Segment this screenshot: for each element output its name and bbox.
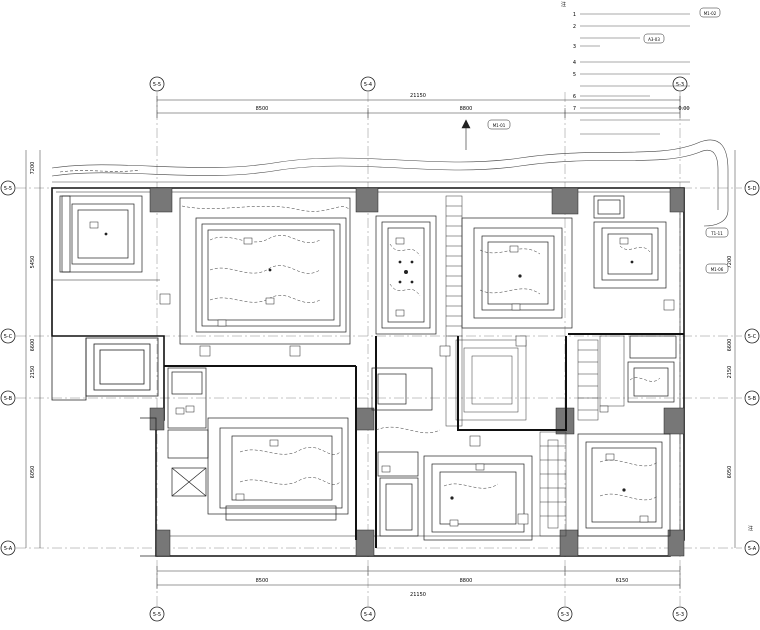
fixture-symbols (89, 221, 675, 527)
axis-label-top-3: 5-3 (676, 82, 684, 88)
axis-label-left-2: 5-C (4, 334, 13, 340)
room-south-small (377, 451, 419, 537)
axis-bubbles (0, 76, 760, 622)
room-southeast (577, 433, 671, 537)
tag-label-5: M1-06 (711, 267, 724, 272)
section-mark (461, 119, 471, 150)
hatched-ticks (446, 205, 598, 517)
axis-label-right-3: 5-B (748, 396, 757, 402)
dim-right-1: 7200 (727, 256, 733, 269)
axis-bubble-top-2 (360, 76, 376, 92)
axis-label-bottom-2: 5-4 (364, 612, 372, 618)
axis-bubble-right-2 (744, 328, 760, 344)
axis-bubble-top-1 (149, 76, 165, 92)
side-note: 注 (748, 525, 753, 532)
note-number-5: 5 (573, 72, 576, 78)
axis-bubble-bottom-1 (149, 606, 165, 622)
general-notes (580, 13, 690, 135)
note-number-3: 3 (573, 44, 576, 50)
tag-label-4: T1-11 (710, 231, 723, 236)
note-number-7: 7 (573, 106, 576, 112)
tag-bubbles (487, 7, 729, 274)
axis-label-top-2: 5-4 (364, 82, 372, 88)
landscape-strip (51, 139, 729, 227)
axis-bubble-left-1 (0, 180, 16, 196)
dim-top-total: 21150 (410, 93, 426, 99)
axis-bubble-bottom-4 (672, 606, 688, 622)
tag-label-1: M1-02 (704, 11, 717, 16)
note-number-6: 6 (573, 94, 576, 100)
note-number-1: 1 (573, 12, 576, 18)
room-southwest (207, 417, 349, 521)
notes-header: 注 (561, 1, 566, 8)
axis-label-bottom-3: 5-3 (561, 612, 569, 618)
axis-label-right-1: 5-D (748, 186, 757, 192)
axis-label-left-1: 5-5 (4, 186, 12, 192)
axis-label-right-4: 5-A (748, 546, 757, 552)
axis-bubble-bottom-2 (360, 606, 376, 622)
room-west-annex (51, 336, 159, 557)
tag-label-2: A3-03 (648, 37, 660, 42)
note-number-2: 2 (573, 24, 576, 30)
dim-right-4: 6050 (727, 466, 733, 479)
room-west-stair (167, 367, 433, 497)
axis-bubble-left-2 (0, 328, 16, 344)
dim-top-seg-2: 8800 (460, 106, 473, 112)
dim-left-4: 2150 (30, 366, 36, 379)
room-east-mid (627, 335, 677, 403)
room-nw (59, 195, 143, 273)
dim-top-seg-3: 0.00 (678, 106, 689, 112)
axis-bubble-top-3 (672, 76, 688, 92)
hatched-service-zone (445, 195, 625, 537)
axis-label-bottom-4: 5-3 (676, 612, 684, 618)
axis-label-bottom-1: 5-5 (153, 612, 161, 618)
room-center-north (375, 215, 437, 335)
axis-label-left-3: 5-B (4, 396, 13, 402)
axis-bubble-left-4 (0, 540, 16, 556)
tag-label-3: M1-01 (493, 123, 506, 128)
dim-bottom-seg-3: 6150 (616, 578, 629, 584)
axis-bubble-right-3 (744, 390, 760, 406)
axis-label-left-4: 5-A (4, 546, 13, 552)
dim-right-2: 6600 (727, 339, 733, 352)
room-main-hall (179, 197, 351, 345)
corridor-walls (164, 333, 684, 548)
dim-right-3: 2150 (727, 366, 733, 379)
dim-bottom-seg-1: 8500 (256, 578, 269, 584)
structural-columns (149, 187, 685, 557)
dim-left-1: 7200 (30, 162, 36, 175)
dim-bottom-total: 21150 (410, 592, 426, 598)
note-number-4: 4 (573, 60, 576, 66)
lighting-circuits (181, 205, 661, 501)
axis-bubble-bottom-3 (557, 606, 573, 622)
dim-left-5: 6050 (30, 466, 36, 479)
dim-left-2: 5450 (30, 256, 36, 269)
axis-label-top-1: 5-5 (153, 82, 161, 88)
room-ne (593, 195, 667, 289)
axis-bubble-left-3 (0, 390, 16, 406)
dimension-lines (25, 96, 736, 589)
fixture-dots (104, 232, 634, 500)
axis-bubble-right-4 (744, 540, 760, 556)
dim-left-3: 6600 (30, 339, 36, 352)
axis-bubble-right-1 (744, 180, 760, 196)
dim-bottom-seg-2: 8800 (460, 578, 473, 584)
dim-top-seg-1: 8500 (256, 106, 269, 112)
axis-label-right-2: 5-C (748, 334, 757, 340)
